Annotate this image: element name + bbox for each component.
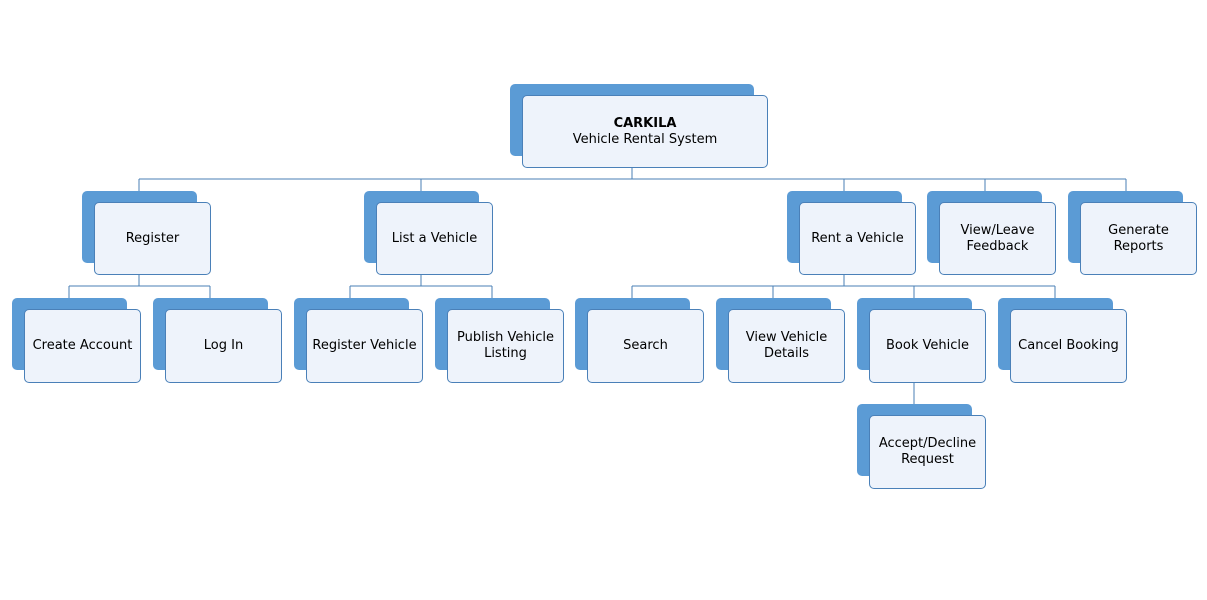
node-book-vehicle[interactable]: Book Vehicle: [857, 298, 986, 383]
node-label: Log In: [203, 338, 244, 353]
node-label: Register: [125, 230, 180, 246]
node-rent-a-vehicle[interactable]: Rent a Vehicle: [787, 191, 916, 275]
node-register-vehicle[interactable]: Register Vehicle: [294, 298, 423, 383]
node-label: Register Vehicle: [312, 338, 417, 353]
node-label-line-2: Details: [763, 346, 810, 361]
node-label: Create Account: [32, 338, 133, 353]
node-label: List a Vehicle: [391, 230, 478, 246]
node-label: Search: [623, 338, 668, 353]
node-label-line-2: Feedback: [966, 238, 1029, 254]
node-label-line-1: Publish Vehicle: [457, 330, 554, 345]
node-label-line-2: Listing: [484, 346, 527, 361]
node-label-line-1: Accept/Decline: [878, 436, 977, 451]
node-label-line-1: Generate: [1108, 222, 1169, 238]
root-title: CARKILA: [613, 115, 677, 131]
node-view-vehicle-details[interactable]: View Vehicle Details: [716, 298, 845, 383]
node-cancel-booking[interactable]: Cancel Booking: [998, 298, 1127, 383]
node-root[interactable]: CARKILA Vehicle Rental System: [510, 84, 768, 168]
node-accept-decline-request[interactable]: Accept/Decline Request: [857, 404, 986, 489]
node-register[interactable]: Register: [82, 191, 211, 275]
node-list-a-vehicle[interactable]: List a Vehicle: [364, 191, 493, 275]
node-label-line-1: View Vehicle: [745, 330, 828, 345]
node-search[interactable]: Search: [575, 298, 704, 383]
node-publish-vehicle-listing[interactable]: Publish Vehicle Listing: [435, 298, 564, 383]
node-view-leave-feedback[interactable]: View/Leave Feedback: [927, 191, 1056, 275]
node-generate-reports[interactable]: Generate Reports: [1068, 191, 1197, 275]
node-label: Book Vehicle: [886, 338, 969, 353]
node-label: Rent a Vehicle: [811, 230, 904, 246]
root-subtitle: Vehicle Rental System: [572, 131, 718, 147]
node-label-line-1: View/Leave: [960, 222, 1035, 238]
node-log-in[interactable]: Log In: [153, 298, 282, 383]
node-create-account[interactable]: Create Account: [12, 298, 141, 383]
node-label-line-2: Request: [901, 452, 954, 467]
node-label-line-2: Reports: [1113, 238, 1164, 254]
node-label: Cancel Booking: [1018, 338, 1119, 353]
